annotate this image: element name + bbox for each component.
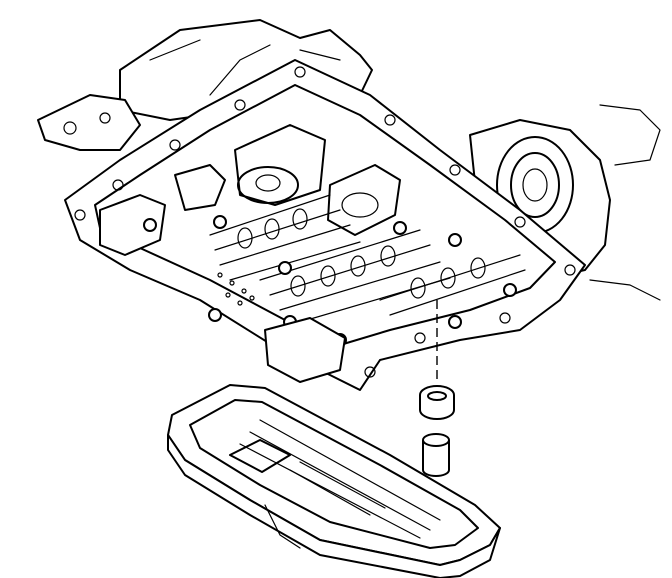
valve-body [64,59,586,391]
spool-lands [237,208,486,299]
filter-seal [419,385,455,420]
separator-plate-holes [217,272,255,306]
fluid-filter [167,384,501,578]
